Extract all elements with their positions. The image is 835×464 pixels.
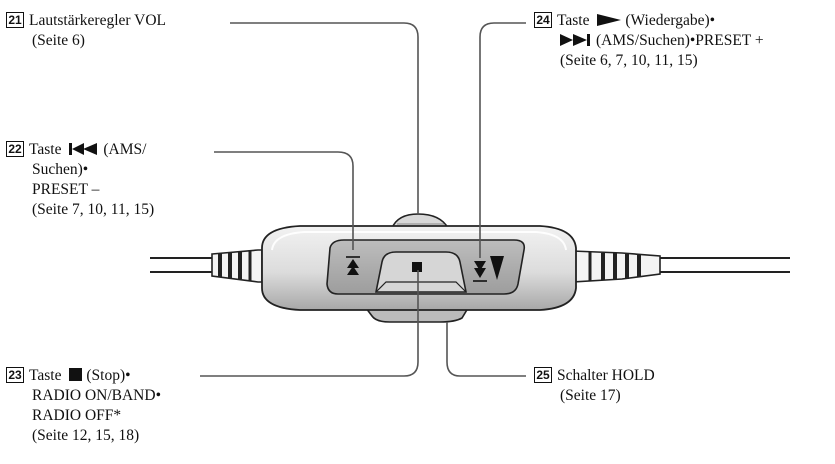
callout-text: PRESET – (32, 181, 100, 198)
callout-text: Schalter HOLD (557, 367, 655, 384)
leader-line-21 (230, 22, 419, 214)
leader-line-24 (479, 22, 526, 258)
callout-text: (Wiedergabe)• (625, 12, 716, 29)
callout-text: (Seite 6) (32, 32, 85, 49)
play-icon (597, 14, 622, 26)
cable-left (150, 257, 220, 273)
callout-25: 25 Schalter HOLD (Seite 17) (534, 366, 655, 406)
callout-number: 24 (534, 12, 552, 28)
stop-icon (412, 262, 422, 272)
callout-number: 25 (534, 367, 552, 383)
callout-text: Lautstärkeregler VOL (29, 12, 167, 29)
callout-text: RADIO OFF* (32, 407, 122, 424)
callout-text: Taste (557, 12, 590, 29)
callout-22: 22 Taste (AMS/ Suchen)• PRESET – (Seite 7… (6, 140, 154, 220)
strain-relief-right (571, 250, 661, 283)
callout-text: (Seite 12, 15, 18) (32, 427, 140, 444)
callout-text: Taste (29, 141, 62, 158)
callout-text: Suchen)• (32, 161, 89, 178)
callout-number: 21 (6, 12, 24, 28)
callout-text: (Seite 6, 7, 10, 11, 15) (560, 52, 698, 69)
leader-line-25 (446, 322, 526, 377)
callout-23: 23 Taste (Stop)• RADIO ON/BAND• RADIO OFF… (6, 366, 161, 446)
hold-switch (364, 307, 470, 323)
callout-21: 21 Lautstärkeregler VOL (Seite 6) (6, 11, 166, 51)
leader-line-22 (214, 151, 354, 250)
leader-line-23 (200, 270, 419, 377)
stop-symbol-icon (69, 368, 83, 381)
prev-button[interactable] (346, 256, 360, 275)
callout-24: 24 Taste (Wiedergabe)• (AMS/Suchen)•PRESE… (534, 11, 764, 71)
strain-relief-left (211, 249, 263, 283)
callout-text: (Seite 17) (560, 387, 621, 404)
cable-right (660, 257, 790, 273)
callout-text: (AMS/Suchen)•PRESET + (596, 32, 764, 49)
play-button[interactable] (473, 256, 504, 282)
next-track-icon (560, 34, 590, 46)
callout-text: (AMS/ (103, 141, 147, 158)
callout-text: Taste (29, 367, 62, 384)
callout-number: 23 (6, 367, 24, 383)
callout-text: RADIO ON/BAND• (32, 387, 161, 404)
callout-text: (Stop)• (86, 367, 131, 384)
prev-track-icon (69, 143, 98, 155)
callout-text: (Seite 7, 10, 11, 15) (32, 201, 155, 218)
callout-number: 22 (6, 141, 24, 157)
